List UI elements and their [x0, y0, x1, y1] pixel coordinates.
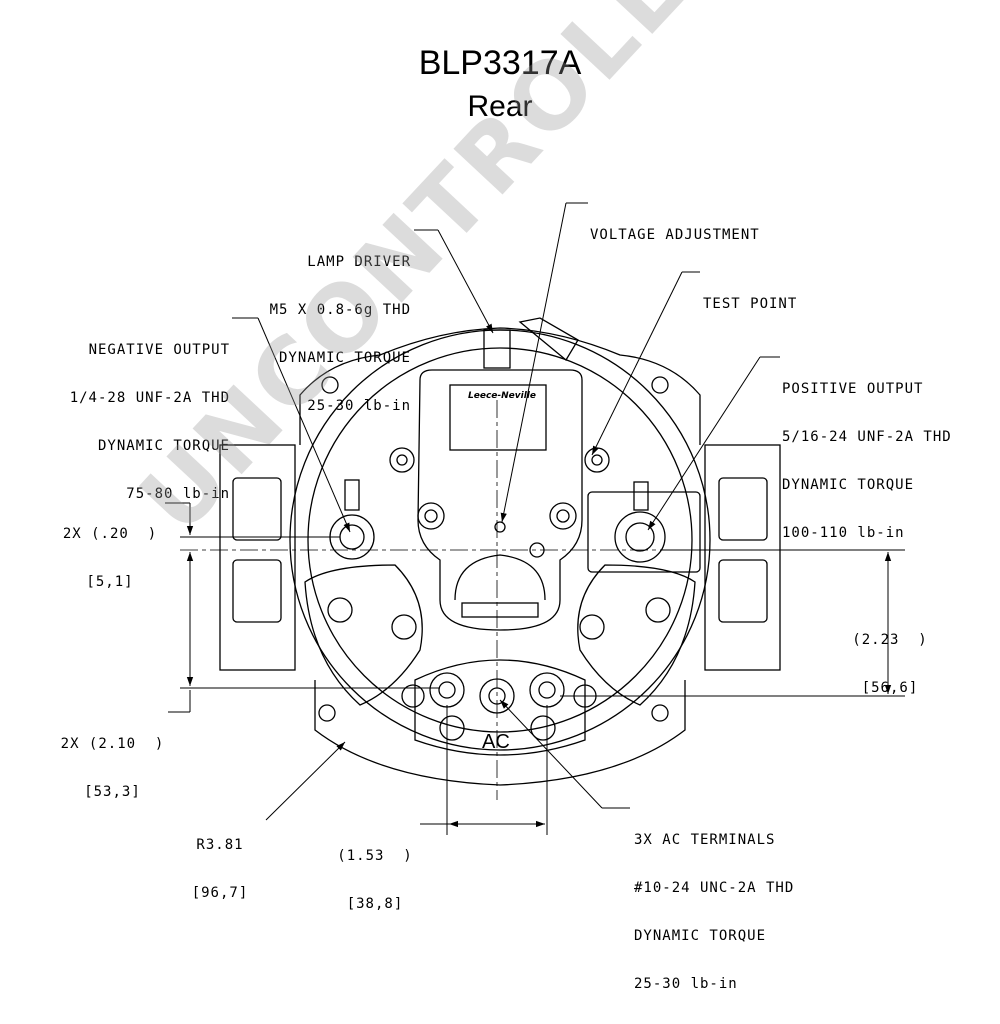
- regulator-slot: [461, 602, 539, 618]
- dimension-223: (2.23 ) [56,6]: [845, 600, 935, 728]
- alternator-rear-view: Leece-Neville AC: [165, 202, 905, 835]
- left-ear-slot-lower: [232, 559, 282, 623]
- lug-bolt-br: [651, 704, 669, 722]
- callout-line: DYNAMIC TORQUE: [782, 477, 915, 493]
- voltage-adjustment-callout: VOLTAGE ADJUSTMENT: [590, 195, 760, 275]
- callout-line: 1/4-28 UNF-2A THD: [69, 390, 230, 406]
- regulator-label-plate: [449, 384, 547, 451]
- rectifier-fins-left: [304, 564, 423, 706]
- rectifier-fins-right: [577, 564, 696, 706]
- dimension-020: 2X (.20 ) [5,1]: [55, 494, 165, 622]
- callout-line: POSITIVE OUTPUT: [782, 381, 924, 397]
- positive-lead: [633, 481, 649, 511]
- dimension-lines: [165, 202, 905, 835]
- regulator-housing: [417, 369, 583, 631]
- ac-terminals-callout: 3X AC TERMINALS #10-24 UNC-2A THD DYNAMI…: [634, 800, 794, 1024]
- positive-output-box: [587, 491, 701, 573]
- reg-bolt-left-center: [396, 454, 408, 466]
- ac-label: AC: [482, 731, 510, 753]
- callout-line: LAMP DRIVER: [307, 254, 411, 270]
- plug-connector: [518, 317, 579, 361]
- lamp-driver-callout: LAMP DRIVER M5 X 0.8-6g THD DYNAMIC TORQ…: [226, 222, 411, 446]
- dimension-inch: (1.53 ): [337, 848, 413, 864]
- callout-line: #10-24 UNC-2A THD: [634, 880, 795, 896]
- ac-terminal-1: [429, 672, 465, 708]
- dimension-mm: [5,1]: [86, 574, 134, 590]
- dimension-inch: 2X (.20 ): [62, 526, 158, 542]
- dimension-radius: R3.81 [96,7]: [180, 805, 260, 933]
- right-ear-slot-lower: [718, 559, 768, 623]
- lug-bolt-tl: [321, 376, 339, 394]
- test-point-callout: TEST POINT: [703, 264, 797, 344]
- view-subtitle: Rear: [467, 90, 533, 123]
- regulator-arch: [454, 554, 546, 601]
- positive-output-stud: [625, 522, 655, 552]
- left-ear-slot-upper: [232, 477, 282, 541]
- callout-line: 100-110 lb-in: [782, 525, 905, 541]
- housing-bottom-skirt: [314, 680, 686, 786]
- lug-bolt-tr: [651, 376, 669, 394]
- ac-terminal-1-stud: [438, 681, 456, 699]
- reg-bolt-lower-left: [417, 502, 445, 530]
- callout-line: 75-80 lb-in: [126, 486, 230, 502]
- lug-bolt-bl: [318, 704, 336, 722]
- ac-terminal-block: [414, 659, 586, 756]
- ac-lower-screw-left: [439, 715, 465, 741]
- callout-line: NEGATIVE OUTPUT: [88, 342, 230, 358]
- callout-line: 25-30 lb-in: [307, 398, 411, 414]
- negative-lead: [344, 479, 360, 511]
- lamp-driver-connector: [483, 329, 511, 369]
- dimension-mm: [38,8]: [346, 896, 404, 912]
- drawing-sheet: BLP3317A Rear: [40, 0, 1000, 992]
- reg-bolt-left: [389, 447, 415, 473]
- part-number-title: BLP3317A: [418, 44, 582, 82]
- voltage-adjustment-pot: [494, 521, 506, 533]
- callout-line: DYNAMIC TORQUE: [97, 438, 230, 454]
- dimension-inch: R3.81: [196, 837, 244, 853]
- callout-line: TEST POINT: [703, 296, 798, 312]
- negative-output-stud: [339, 524, 365, 550]
- callout-line: 3X AC TERMINALS: [634, 832, 776, 848]
- callout-line: 25-30 lb-in: [634, 976, 738, 992]
- dimension-inch: (2.23 ): [852, 632, 928, 648]
- negative-output-callout: NEGATIVE OUTPUT 1/4-28 UNF-2A THD DYNAMI…: [40, 310, 230, 534]
- callout-line: VOLTAGE ADJUSTMENT: [590, 227, 760, 243]
- dimension-210: 2X (2.10 ) [53,3]: [55, 704, 170, 832]
- ac-terminal-3: [529, 672, 565, 708]
- reg-bolt-lower-left-center: [424, 509, 438, 523]
- dimension-mm: [53,3]: [84, 784, 141, 800]
- housing-inner-ring: [307, 347, 693, 733]
- callout-line: 5/16-24 UNF-2A THD: [782, 429, 952, 445]
- housing-top-lugs: [299, 327, 701, 445]
- reg-bolt-right-center: [591, 454, 603, 466]
- callout-line: DYNAMIC TORQUE: [278, 350, 411, 366]
- callout-line: M5 X 0.8-6g THD: [269, 302, 411, 318]
- reg-bolt-lower-right-center: [556, 509, 570, 523]
- right-ear-slot-upper: [718, 477, 768, 541]
- dimension-mm: [96,7]: [191, 885, 249, 901]
- dimension-inch: 2X (2.10 ): [60, 736, 165, 752]
- positive-output-callout: POSITIVE OUTPUT 5/16-24 UNF-2A THD DYNAM…: [782, 349, 952, 573]
- dimension-mm: [56,6]: [861, 680, 919, 696]
- left-mounting-ear: [219, 444, 296, 671]
- ac-lower-screw-right: [530, 715, 556, 741]
- ac-terminal-3-stud: [538, 681, 556, 699]
- reg-bolt-lower-right: [549, 502, 577, 530]
- alternator-body: [219, 317, 781, 786]
- dimension-153: (1.53 ) [38,8]: [330, 816, 420, 944]
- right-mounting-ear: [704, 444, 781, 671]
- positive-output-terminal: [614, 511, 666, 563]
- reg-bolt-right: [584, 447, 610, 473]
- callout-line: DYNAMIC TORQUE: [634, 928, 767, 944]
- brand-label: Leece-Neville: [468, 391, 536, 401]
